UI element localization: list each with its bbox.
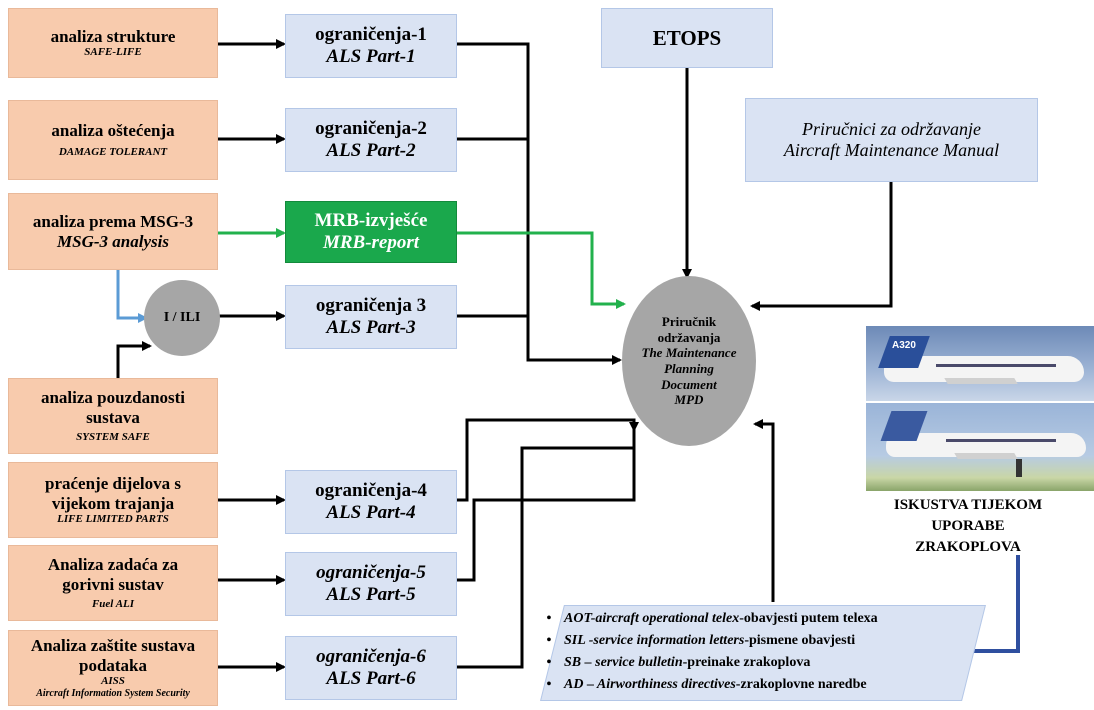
source-title: Analiza zaštite sustava podataka — [30, 636, 196, 675]
limit-line1: ograničenja-2 — [315, 118, 427, 140]
source-title: analiza pouzdanosti sustava — [40, 388, 186, 427]
notices-list: • AOT-aircraft operational telex-obavjest… — [544, 608, 964, 696]
arrow-src4-or — [116, 341, 152, 378]
notice-rest: -preinake zrakoplova — [682, 655, 811, 670]
or-node: I / ILI — [144, 280, 220, 356]
limit-line1: ograničenja-1 — [315, 24, 427, 46]
source-sub: DAMAGE TOLERANT — [58, 146, 168, 159]
notice-item: • SIL -service information letters-pismen… — [544, 630, 964, 652]
source-sub: SAFE-LIFE — [84, 46, 142, 59]
limit-line1: ograničenja-6 — [316, 646, 426, 668]
mpd-node: Priručnik održavanja The Maintenance Pla… — [622, 276, 756, 446]
limit-line2: ALS Part-6 — [326, 668, 416, 689]
aircraft-tail-label: A320 — [892, 340, 916, 351]
etops-box: ETOPS — [601, 8, 773, 68]
source-sub: MSG-3 analysis — [57, 231, 169, 251]
notice-abbr: AD – Airworthiness directives — [564, 677, 736, 692]
manuals-line2: Aircraft Maintenance Manual — [783, 140, 1000, 160]
source-system-safe: analiza pouzdanosti sustava SYSTEM SAFE — [8, 378, 218, 454]
arrow-msg3-or — [116, 270, 148, 323]
source-life-limited: praćenje dijelova s vijekom trajanja LIF… — [8, 462, 218, 538]
notice-item: • SB – service bulletin-preinake zrakoplo… — [544, 652, 964, 674]
limit-line1: ograničenja-4 — [315, 480, 427, 502]
experience-line2: UPORABE — [931, 518, 1005, 534]
limit-line2: ALS Part-5 — [326, 584, 416, 605]
source-safe-life: analiza strukture SAFE-LIFE — [8, 8, 218, 78]
notice-item: • AD – Airworthiness directives-zrakoplov… — [544, 674, 964, 696]
mrb-line1: MRB-izvješće — [314, 210, 428, 232]
limit-line2: ALS Part-2 — [326, 140, 416, 161]
experience-line3: ZRAKOPLOVA — [915, 539, 1021, 555]
limit-line1: ograničenja 3 — [315, 295, 427, 317]
mpd-line5: Document — [661, 376, 717, 392]
mpd-line2: održavanja — [657, 329, 721, 345]
maintenance-manual-box: Priručnici za održavanje Aircraft Mainte… — [745, 98, 1038, 182]
notice-abbr: AOT-aircraft operational telex — [564, 611, 740, 626]
arrow-mrb-mpd — [457, 231, 626, 309]
mpd-line6: MPD — [674, 392, 704, 408]
arrow-notices-mpd — [753, 419, 775, 602]
or-node-label: I / ILI — [163, 310, 201, 325]
source-title: analiza prema MSG-3 — [32, 211, 194, 231]
etops-label: ETOPS — [652, 25, 722, 50]
arrow-manuals-mpd — [750, 182, 893, 311]
source-title: praćenje dijelova s vijekom trajanja — [45, 474, 181, 513]
limit-als-part-3: ograničenja 3 ALS Part-3 — [285, 285, 457, 349]
notice-abbr: SB – service bulletin — [564, 655, 683, 670]
line-lim5-mpd — [457, 430, 636, 582]
notice-rest: -obavjesti putem telexa — [739, 611, 878, 626]
mpd-line3: The Maintenance — [641, 345, 737, 361]
source-title: analiza strukture — [50, 26, 176, 46]
notice-abbr: SIL -service information letters — [564, 633, 745, 648]
mpd-line4: Planning — [664, 361, 714, 376]
limit-als-part-5: ograničenja-5 ALS Part-5 — [285, 552, 457, 616]
limit-als-part-4: ograničenja-4 ALS Part-4 — [285, 470, 457, 534]
line-lim1-bus — [457, 42, 622, 365]
source-title: analiza oštećenja — [51, 120, 175, 140]
limit-line2: ALS Part-3 — [326, 317, 416, 338]
operational-experience-label: ISKUSTVA TIJEKOM UPORABE ZRAKOPLOVA — [868, 495, 1068, 558]
bullet-icon: • — [546, 655, 552, 670]
limit-als-part-1: ograničenja-1 ALS Part-1 — [285, 14, 457, 78]
bullet-icon: • — [546, 633, 552, 648]
source-sub: LIFE LIMITED PARTS — [57, 513, 169, 526]
mrb-line2: MRB-report — [322, 232, 420, 253]
source-sub: SYSTEM SAFE — [76, 431, 150, 444]
aircraft-photo-a320: A320 — [866, 326, 1094, 401]
bullet-icon: • — [546, 611, 552, 626]
source-damage-tolerant: analiza oštećenja DAMAGE TOLERANT — [8, 100, 218, 180]
limit-als-part-6: ograničenja-6 ALS Part-6 — [285, 636, 457, 700]
mpd-line1: Priručnik — [661, 314, 717, 330]
limit-line2: ALS Part-4 — [326, 502, 416, 523]
experience-line1: ISKUSTVA TIJEKOM — [893, 497, 1043, 513]
line-lim6-mpd — [457, 446, 634, 669]
source-sub: Fuel ALI — [91, 598, 135, 611]
mrb-report: MRB-izvješće MRB-report — [285, 201, 457, 263]
source-sub: AISS — [101, 675, 125, 688]
source-title: Analiza zadaća za gorivni sustav — [47, 555, 179, 594]
manuals-line1: Priručnici za održavanje — [802, 119, 981, 140]
notice-rest: -pismene obavjesti — [744, 633, 856, 648]
aircraft-photo-a319 — [866, 403, 1094, 491]
arrow-experience-notices — [958, 555, 1020, 657]
limit-line2: ALS Part-1 — [326, 46, 416, 67]
notice-item: • AOT-aircraft operational telex-obavjest… — [544, 608, 964, 630]
source-msg3: analiza prema MSG-3 MSG-3 analysis — [8, 193, 218, 270]
limit-line1: ograničenja-5 — [316, 562, 426, 584]
source-aiss: Analiza zaštite sustava podataka AISS Ai… — [8, 630, 218, 706]
limit-als-part-2: ograničenja-2 ALS Part-2 — [285, 108, 457, 172]
source-sub2: Aircraft Information System Security — [36, 688, 190, 700]
bullet-icon: • — [546, 677, 552, 692]
line-lim4-mpd — [457, 418, 639, 502]
notice-rest: -zrakoplovne naredbe — [735, 677, 867, 692]
source-fuel-ali: Analiza zadaća za gorivni sustav Fuel AL… — [8, 545, 218, 621]
